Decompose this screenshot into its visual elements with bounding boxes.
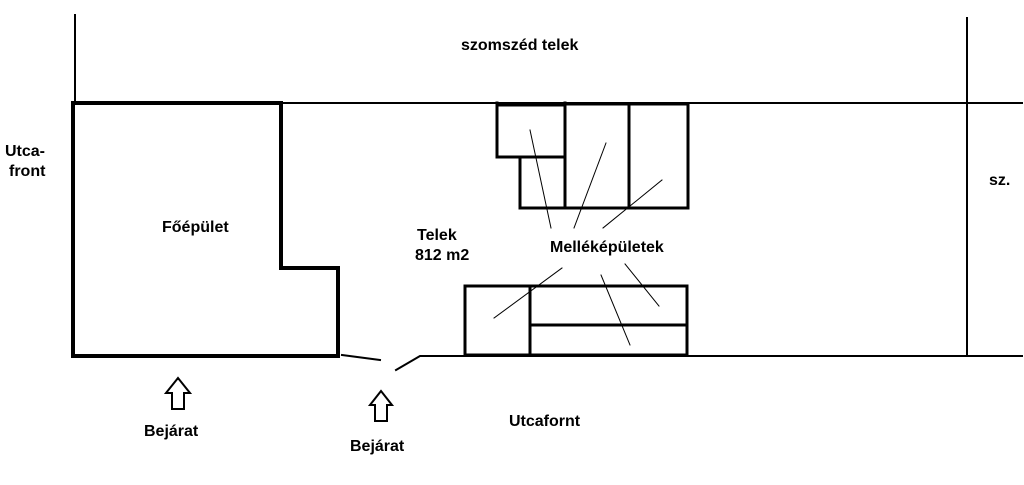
street-front-left-label-2: front [9,163,46,180]
entrance-label-1: Bejárat [144,423,199,440]
street-front-bottom-label: Utcafornt [509,413,581,430]
outbuilding-pointer-lines [493,129,663,346]
street-line-left [340,353,382,362]
plot-name-label: Telek [417,227,457,244]
main-building-label: Főépület [162,219,229,236]
street-line-gate [394,355,1023,372]
entrance-arrow-icon [163,376,193,410]
plot-area-label: 812 m2 [415,247,470,264]
entrance-arrow-icon [367,389,395,422]
entrance-label-2: Bejárat [350,438,405,455]
upper-outbuildings [495,101,690,210]
lower-outbuildings [463,284,689,357]
side-neighbor-label: sz. [989,172,1011,189]
main-building-outline [71,101,340,358]
neighbor-plot-label: szomszéd telek [461,37,579,54]
outbuildings-label: Melléképületek [550,239,664,256]
street-front-left-label-1: Utca- [5,143,46,160]
